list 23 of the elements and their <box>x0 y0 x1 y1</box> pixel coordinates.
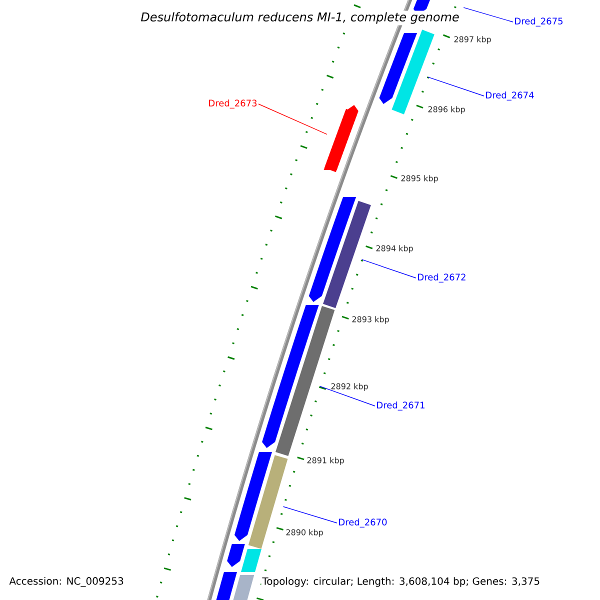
footer-text: Topology: circular; Length: 3,608,104 bp; Genes: 3,375 <box>261 576 542 588</box>
gene-label: Dred_2675 <box>515 18 562 26</box>
gene-label: Dred_2671 <box>377 402 424 410</box>
gene-label: Dred_2672 <box>418 274 466 282</box>
tick-label: 2895 kbp <box>401 175 438 183</box>
leader-line <box>463 7 514 22</box>
tick-label: 2890 kbp <box>286 529 323 537</box>
title: Desulfotomaculum reducens MI-1, complete genome <box>139 10 461 26</box>
gene-block <box>248 455 288 549</box>
gene-block <box>323 200 371 308</box>
gene-label: Dred_2673 <box>209 100 257 108</box>
leader-line <box>428 76 484 96</box>
footer-text: Accession: NC_009253 <box>8 576 125 588</box>
leader-line <box>320 386 376 406</box>
leader-line <box>362 259 416 278</box>
tick-label: 2896 kbp <box>428 106 465 114</box>
gene-label: Dred_2674 <box>486 92 534 100</box>
tick-label: 2893 kbp <box>352 316 389 324</box>
tick-label: 2892 kbp <box>331 383 368 391</box>
leader-line <box>282 506 338 524</box>
leader-line <box>258 104 328 135</box>
gene-label: Dred_2670 <box>339 518 387 528</box>
gene-block <box>324 105 358 172</box>
